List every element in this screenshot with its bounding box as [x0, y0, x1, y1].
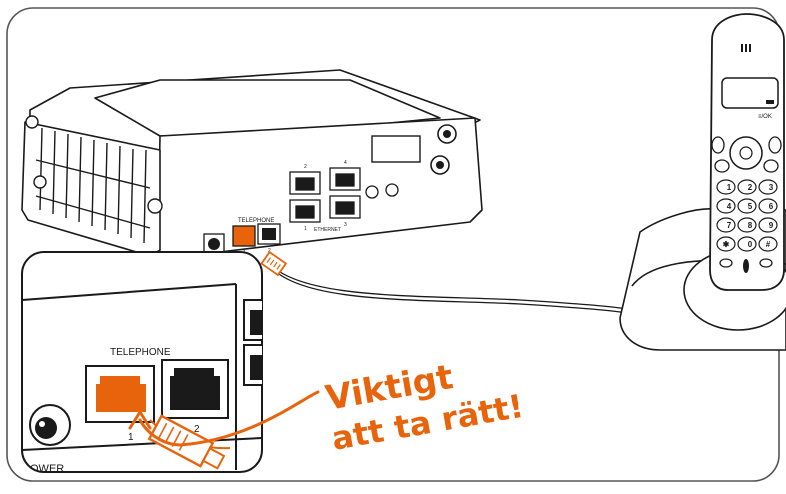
key-1: 1: [727, 183, 732, 192]
key-8: 8: [748, 221, 753, 230]
key-star: ✱: [723, 240, 730, 249]
hangup-key: [769, 137, 781, 153]
ok-key-label: ≡/OK: [758, 114, 772, 120]
router-telephone-label: TELEPHONE: [238, 218, 274, 224]
ethernet-label: ETHERNET: [314, 227, 341, 233]
zoom-inset: TELEPHONE 1 2 OWER: [22, 252, 274, 475]
reset-button: [386, 184, 398, 196]
key-hash: #: [766, 240, 771, 249]
cordless-phone-handset: ≡/OK 1 2 3 4 5 6 7 8 9 ✱ 0 #: [710, 14, 784, 290]
eth-port-3-label: 3: [344, 222, 347, 228]
call-key: [712, 137, 724, 153]
eth-port-1-label: 1: [304, 226, 307, 232]
wps-button: [366, 186, 378, 198]
inset-telephone-label: TELEPHONE: [110, 347, 171, 358]
eth-port-4-label: 4: [344, 160, 347, 166]
key-2: 2: [748, 183, 753, 192]
key-9: 9: [769, 221, 774, 230]
inset-port-1-label: 1: [128, 432, 134, 443]
orange-rj11-socket: [96, 376, 146, 412]
key-4: 4: [727, 202, 732, 211]
key-3: 3: [769, 183, 774, 192]
key-0: 0: [748, 240, 753, 249]
display-window: [372, 136, 420, 162]
eth-port-2-label: 2: [304, 164, 307, 170]
telephone-port-1: [233, 226, 255, 246]
key-7: 7: [727, 221, 732, 230]
key-5: 5: [748, 202, 753, 211]
key-6: 6: [769, 202, 774, 211]
